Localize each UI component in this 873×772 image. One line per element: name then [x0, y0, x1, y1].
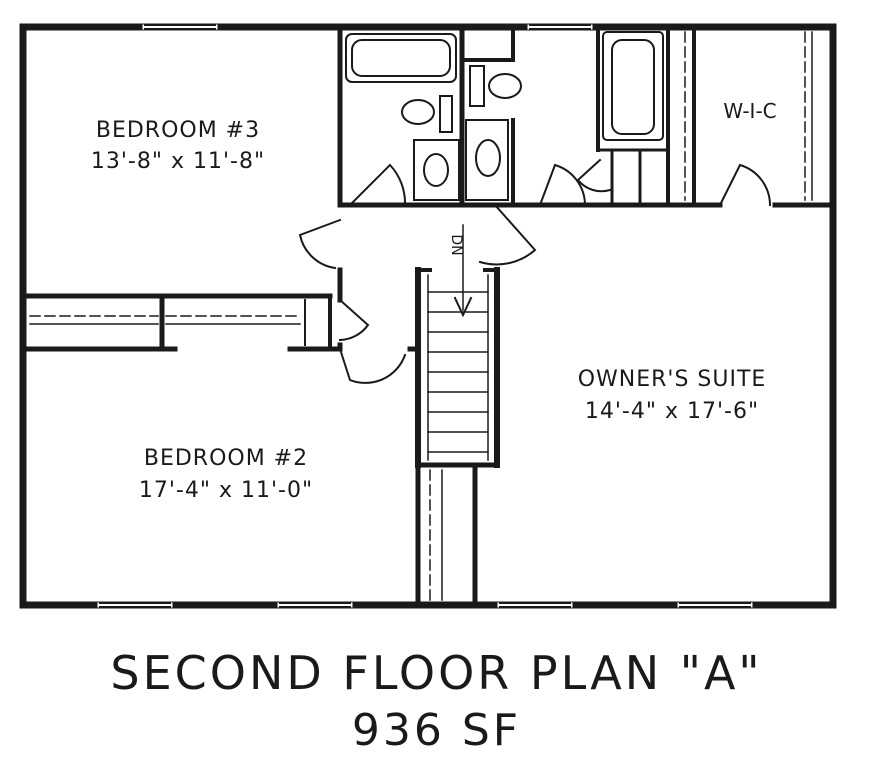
bedroom2-name: BEDROOM #2 — [144, 446, 308, 471]
stair — [415, 224, 500, 468]
floor-plan-drawing: BEDROOM #3 13'-8" x 11'-8" BEDROOM #2 17… — [19, 23, 837, 609]
stair-arrow-head — [453, 296, 473, 318]
bedroom2-dims: 17'-4" x 11'-0" — [139, 478, 313, 503]
closet-shelves — [29, 315, 301, 325]
wic-shelves — [684, 31, 813, 201]
exterior-wall — [19, 23, 837, 609]
plan-title: SECOND FLOOR PLAN "A" — [110, 646, 763, 700]
bedroom3-dims: 13'-8" x 11'-8" — [91, 149, 265, 174]
bedroom3-name: BEDROOM #3 — [96, 118, 260, 143]
doors — [298, 158, 772, 384]
bath-fixtures — [345, 31, 664, 201]
windows — [97, 24, 753, 608]
stair-dn-label: DN — [448, 234, 464, 255]
owners-suite-dims: 14'-4" x 17'-6" — [585, 399, 759, 424]
hall-closet-shelves — [429, 469, 443, 601]
wic-label: W-I-C — [723, 99, 776, 123]
owners-suite-name: OWNER'S SUITE — [578, 367, 767, 392]
plan-area: 936 SF — [351, 705, 522, 756]
